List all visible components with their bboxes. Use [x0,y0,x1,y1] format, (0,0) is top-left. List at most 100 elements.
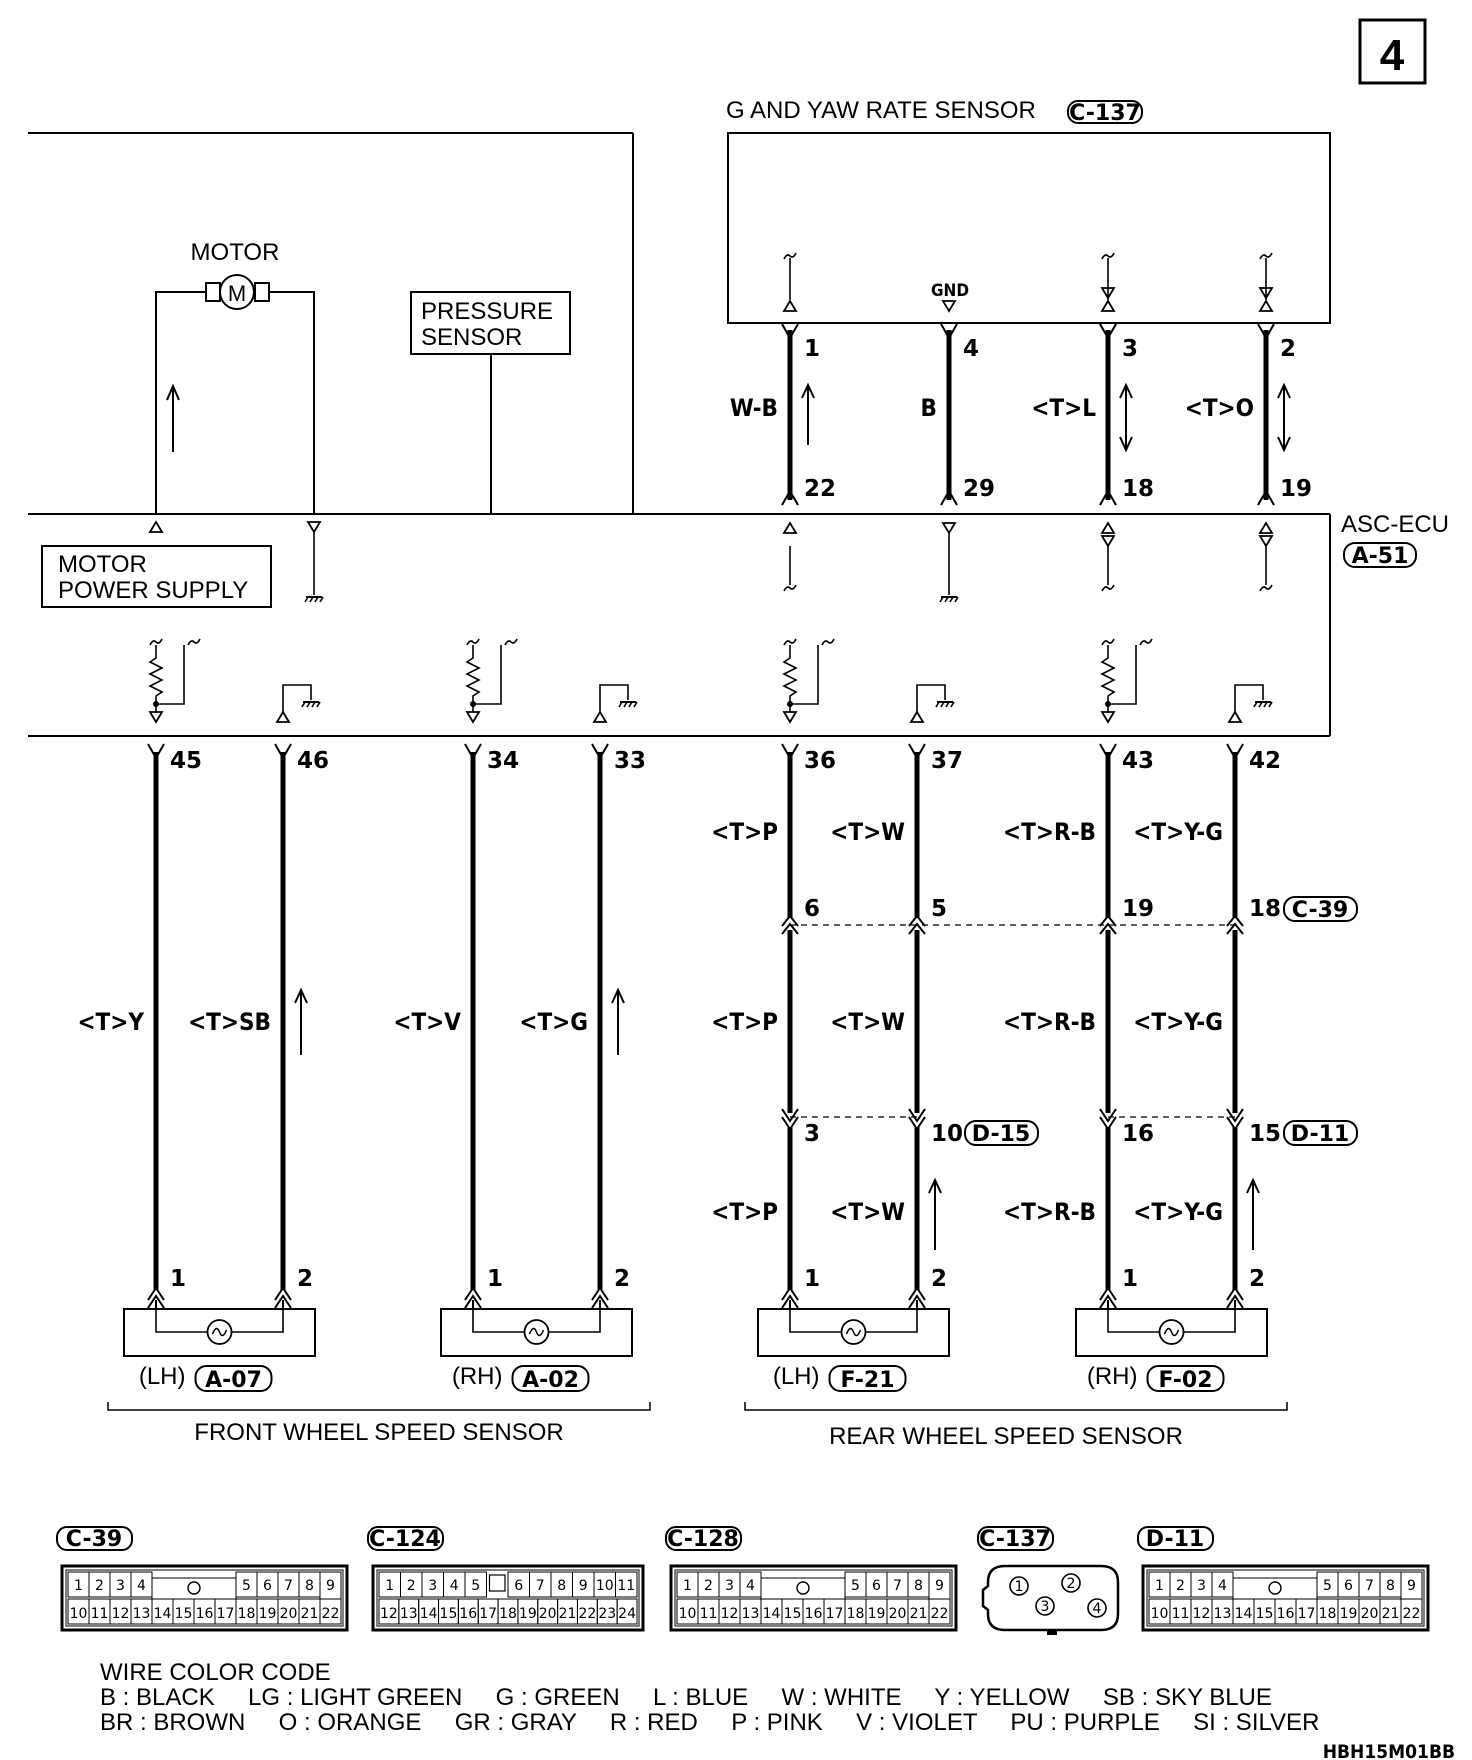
d15-tag: D-15 [964,1120,1039,1147]
pin-cavity [1009,1576,1029,1596]
pin-number: 22 [931,1606,949,1622]
pin-cell [464,1571,487,1598]
connector-face-label: D-11 [1146,1527,1204,1552]
pin-number: 14 [763,1606,781,1622]
ground-icon [303,595,325,604]
pin-number: 21 [559,1606,577,1622]
sensor-pin-number: 2 [931,1266,947,1292]
internal-lead [599,684,629,712]
connector-fork-icon [591,743,609,761]
g-sensor-box [727,132,1331,324]
pin-number: 12 [721,1606,739,1622]
sensor-lead [472,1308,525,1333]
pin-number: 5 [851,1578,860,1594]
motor-icon [219,274,255,310]
terminal-down-icon [1258,535,1274,548]
wire-color-label: <T>Y-G [1133,1198,1223,1226]
arrow-head [294,987,308,1004]
pin-number: 22 [578,1606,596,1622]
pin-number: 17 [217,1606,235,1622]
connector-fork-icon [147,1286,165,1301]
ecu-pin-number: 33 [614,748,646,774]
motor-label: MOTOR [191,239,280,266]
sensor-pin-number: 1 [1122,1266,1138,1292]
wheel-sensor-1: (LH)A-07 [123,1308,316,1393]
pin-number: 3 [116,1578,125,1594]
pin-number: 12 [1193,1606,1211,1622]
connector-face-inner [376,1569,640,1627]
pin-number: 15 [784,1606,802,1622]
sensor-pin-number: 4 [963,336,979,362]
pin-number: 2 [1067,1576,1076,1592]
arrow-head [611,987,625,1004]
ecu-pin-number: 29 [963,476,995,502]
internal-lead [473,645,502,705]
rear-group: REAR WHEEL SPEED SENSOR [744,1402,1288,1450]
break-mark-icon [187,638,201,646]
connector-face-label: C-137 [979,1527,1051,1552]
connector-fork-icon [1226,1108,1244,1123]
lower-wire-3: 34<T>V1 [393,743,519,1309]
sensor-lead [1183,1308,1236,1333]
d-connector-pin-number: 3 [804,1121,820,1147]
ecu-pin-number: 18 [1122,476,1154,502]
pin-number: 10 [70,1606,88,1622]
pin-cavity [1087,1598,1107,1618]
connector-fork-icon [1099,488,1117,506]
connector-fork-icon [1257,323,1275,341]
ground-icon [1252,700,1274,709]
break-mark-icon [504,638,518,646]
pin-number: 5 [471,1578,480,1594]
pin-number: 7 [284,1578,293,1594]
pin-number: 24 [618,1606,636,1622]
pin-number: 4 [137,1578,146,1594]
sensor-pin-number: 2 [1280,336,1296,362]
upper-wire-4: 219<T>O [1185,252,1312,592]
connector-fork-icon [1226,1286,1244,1301]
pin-number: 19 [259,1606,277,1622]
pin-number: 6 [872,1578,881,1594]
pin-cell [928,1571,951,1600]
connector-face-tag [977,1526,1054,1551]
arrow-head [1119,382,1133,399]
wheel-sensor-4: (RH)F-02 [1075,1308,1268,1393]
connector-fork-icon [1099,1116,1117,1131]
pin-number: 2 [704,1578,713,1594]
current-arrow-icon [928,1177,942,1250]
pin-number: 19 [519,1606,537,1622]
connector-fork-icon [940,488,958,506]
c39-label: C-39 [1292,898,1348,923]
rear-group-label: REAR WHEEL SPEED SENSOR [829,1423,1183,1450]
sensor-lead [231,1308,284,1333]
wire-color-label: W-B [730,394,778,422]
pin-number: 13 [742,1606,760,1622]
locator-hole-icon [187,1581,201,1595]
wire-color-code-title: WIRE COLOR CODE [100,1659,331,1686]
connector-key [760,1577,846,1599]
pin-number: 9 [326,1578,335,1594]
arrow-head [1277,382,1291,399]
c39-pin-number: 18 [1249,896,1281,922]
pin-number: 14 [420,1606,438,1622]
pin-number: 14 [154,1606,172,1622]
wire-color-label: <T>Y-G [1133,818,1223,846]
front-group: FRONT WHEEL SPEED SENSOR [107,1402,651,1446]
wire-color-label: <T>G [519,1008,588,1036]
pin-cell [615,1571,638,1598]
break-mark-icon [821,638,835,646]
connector-fork-icon [1257,488,1275,506]
terminal-down-icon [782,711,798,724]
wire-color-label: <T>R-B [1003,1008,1096,1036]
pin-number: 16 [805,1606,823,1622]
ecu-connector-label: A-51 [1352,544,1409,569]
ground-icon [300,700,322,709]
pin-number: 20 [889,1606,907,1622]
sensor-pin-number: 3 [1122,336,1138,362]
